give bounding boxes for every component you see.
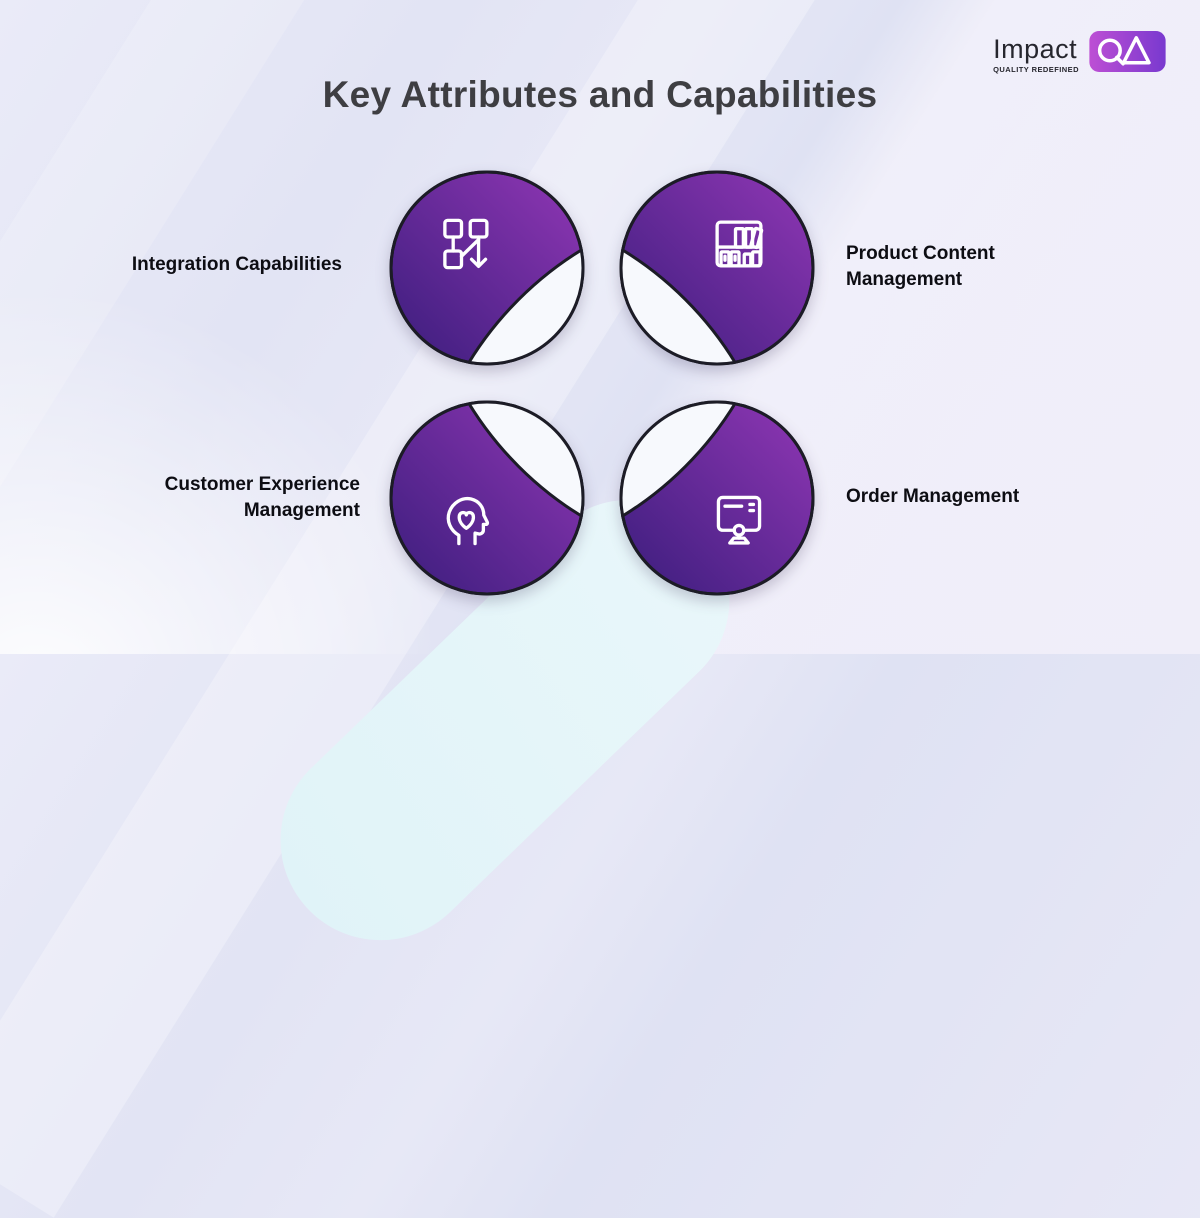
logo-wordmark: Impact QUALITY REDEFINED: [993, 35, 1079, 74]
capability-label-order: Order Management: [846, 486, 1020, 507]
impactqa-logo: Impact QUALITY REDEFINED: [993, 30, 1167, 78]
capability-circle-product-content: [617, 168, 817, 368]
capability-label-customer-experience: Customer Experience Management: [164, 474, 360, 521]
logo-brand-text: Impact: [993, 33, 1078, 64]
capability-circle-integration: [387, 168, 587, 368]
capability-label-integration: Integration Capabilities: [131, 254, 342, 275]
capability-label-product-content: Product Content Management: [846, 243, 995, 290]
page-title: Key Attributes and Capabilities: [322, 74, 878, 115]
capability-circle-customer-experience: [387, 398, 587, 598]
logo-tagline-text: QUALITY REDEFINED: [993, 64, 1079, 74]
qa-badge-icon: [1088, 30, 1167, 78]
capability-circle-order: [617, 398, 817, 598]
